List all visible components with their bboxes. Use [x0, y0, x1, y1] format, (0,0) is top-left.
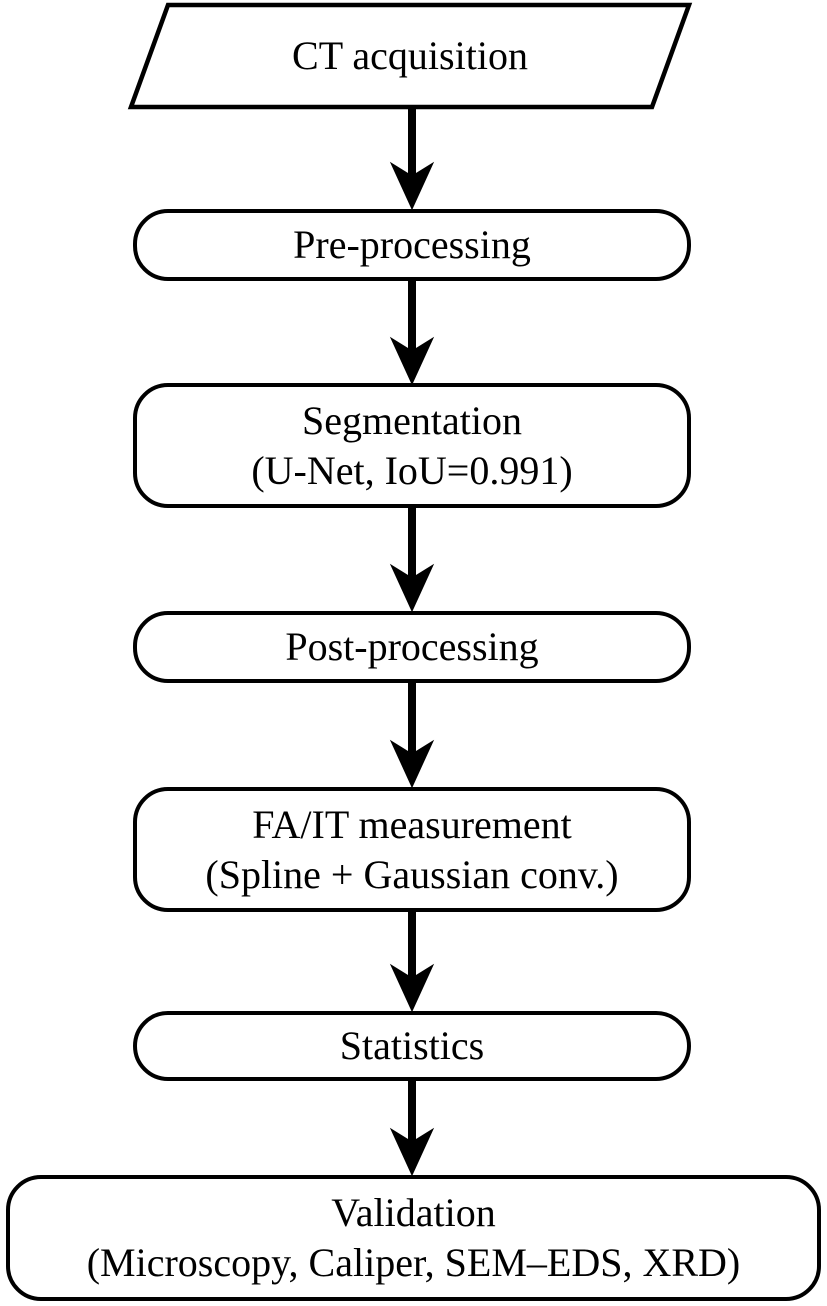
node-validation-label-line1: Validation	[331, 1190, 496, 1235]
flow-arrow-3	[389, 508, 435, 613]
flow-arrow-2	[389, 281, 435, 386]
node-segmentation: Segmentation (U-Net, IoU=0.991)	[133, 383, 691, 508]
node-ct-acquisition: CT acquisition	[168, 5, 652, 107]
node-pre-processing-label: Pre-processing	[293, 222, 531, 267]
node-statistics-label: Statistics	[339, 1023, 485, 1068]
node-segmentation-label-line1: Segmentation	[302, 397, 522, 443]
flow-arrow-1	[389, 107, 435, 211]
node-pre-processing: Pre-processing	[133, 209, 691, 281]
node-fa-it-measurement: FA/IT measurement (Spline + Gaussian con…	[133, 787, 691, 912]
node-post-processing: Post-processing	[133, 611, 691, 683]
flow-arrow-6	[389, 1081, 435, 1177]
node-post-processing-label: Post-processing	[285, 624, 539, 669]
node-validation: Validation (Microscopy, Caliper, SEM–EDS…	[6, 1175, 821, 1301]
flow-arrow-4	[389, 683, 435, 789]
flow-arrow-5	[389, 911, 435, 1013]
node-statistics: Statistics	[133, 1011, 691, 1081]
node-fa-it-measurement-label-line1: FA/IT measurement	[252, 801, 572, 847]
node-validation-label-line2: (Microscopy, Caliper, SEM–EDS, XRD)	[86, 1240, 741, 1285]
node-fa-it-measurement-label-line2: (Spline + Gaussian conv.)	[205, 851, 619, 897]
parallelogram-shape	[127, 2, 693, 110]
node-ct-acquisition-label: CT acquisition	[292, 33, 528, 78]
node-segmentation-label-line2: (U-Net, IoU=0.991)	[251, 447, 573, 493]
